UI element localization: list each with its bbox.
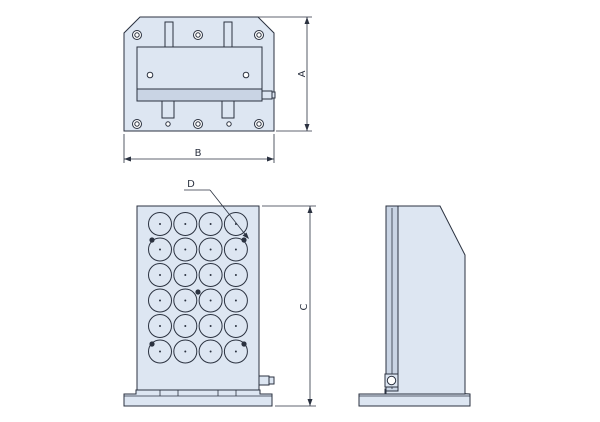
screw-icon bbox=[242, 71, 250, 79]
hole-center-mark bbox=[234, 325, 237, 327]
front-view-base bbox=[123, 389, 273, 407]
top-view-pipe-right bbox=[223, 21, 233, 48]
hole-center-mark bbox=[184, 299, 187, 302]
hole-center-mark bbox=[159, 223, 161, 225]
front-view-air-fitting bbox=[258, 375, 270, 386]
hole-center-mark bbox=[234, 299, 237, 302]
top-view-leg-right bbox=[221, 100, 235, 119]
leader-label-d: D bbox=[187, 179, 195, 190]
top-view-air-fitting bbox=[261, 90, 273, 100]
hole-center-mark bbox=[184, 223, 187, 225]
screw-icon bbox=[165, 121, 171, 127]
dimension-c: C bbox=[262, 205, 316, 407]
hole-center-mark bbox=[184, 274, 187, 276]
marker-dot-icon bbox=[149, 237, 247, 347]
hole-center-mark bbox=[234, 350, 237, 353]
hole-center-mark bbox=[159, 274, 161, 276]
hole-center-mark bbox=[209, 350, 212, 353]
hole-center-mark bbox=[159, 350, 161, 353]
leader-d: D bbox=[184, 179, 249, 239]
hole-center-mark bbox=[209, 248, 212, 251]
dimension-a: A bbox=[258, 16, 312, 132]
front-view bbox=[123, 205, 275, 407]
side-view bbox=[358, 205, 471, 407]
hole-center-mark bbox=[184, 325, 187, 327]
hole-center-mark bbox=[209, 299, 212, 302]
top-view-leg-left bbox=[161, 100, 175, 119]
hole-center-mark bbox=[184, 248, 187, 251]
top-view bbox=[123, 16, 276, 132]
hole-center-mark bbox=[159, 248, 161, 251]
top-view-clamp-block bbox=[136, 46, 263, 90]
hole-center-mark bbox=[234, 248, 237, 251]
hole-center-mark bbox=[234, 274, 237, 276]
screw-icon bbox=[146, 71, 154, 79]
screw-icon bbox=[226, 121, 232, 127]
hole-center-mark bbox=[159, 325, 161, 327]
top-view-pipe-left bbox=[164, 21, 174, 48]
hole-center-mark bbox=[209, 325, 212, 327]
fitting-port-icon bbox=[386, 375, 397, 386]
hole-grid bbox=[148, 212, 248, 364]
mounting-bolt-icon bbox=[132, 30, 264, 129]
dimension-label-c: C bbox=[299, 303, 310, 310]
dimension-b: B bbox=[123, 134, 275, 163]
dimension-label-b: B bbox=[195, 148, 202, 159]
hole-center-mark bbox=[159, 299, 161, 302]
hole-center-mark bbox=[209, 274, 212, 276]
top-view-manifold-bar bbox=[136, 88, 263, 102]
dimension-label-a: A bbox=[297, 70, 308, 77]
hole-center-mark bbox=[184, 350, 187, 353]
hole-center-mark bbox=[209, 223, 212, 225]
